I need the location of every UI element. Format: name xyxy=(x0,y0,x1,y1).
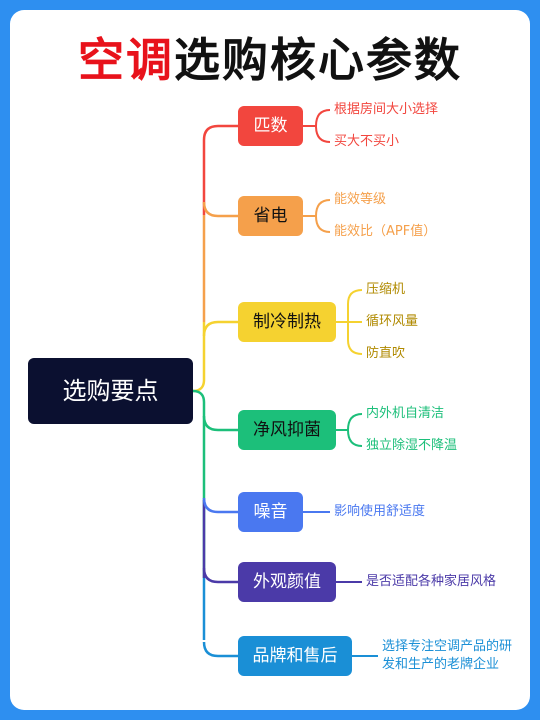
leaf-text: 根据房间大小选择 xyxy=(334,102,439,117)
leaf-text: 选择专注空调产品的研 xyxy=(382,639,513,654)
leaf-text: 独立除湿不降温 xyxy=(366,438,458,453)
leaf-text: 发和生产的老牌企业 xyxy=(382,657,500,672)
branch-node-brand-service: 品牌和售后 xyxy=(238,636,352,676)
leaf-text: 能效比（APF值） xyxy=(334,224,437,239)
leaf-text: 能效等级 xyxy=(334,192,387,207)
branch-node-air-purification: 净风抑菌 xyxy=(238,410,336,450)
leaf-text: 循环风量 xyxy=(366,314,419,329)
branch-node-horsepower: 匹数 xyxy=(238,106,303,146)
leaf-text: 防直吹 xyxy=(366,346,406,361)
leaf-text: 内外机自清洁 xyxy=(366,406,445,421)
branch-node-noise: 噪音 xyxy=(238,492,303,532)
branch-node-cooling-heating: 制冷制热 xyxy=(238,302,336,342)
leaf-text: 影响使用舒适度 xyxy=(334,504,426,519)
root-node: 选购要点 xyxy=(28,358,193,424)
leaf-text: 买大不买小 xyxy=(334,134,400,149)
page-title: 空调选购核心参数 xyxy=(10,32,530,88)
title-highlight: 空调 xyxy=(78,33,174,87)
branch-node-energy-saving: 省电 xyxy=(238,196,303,236)
leaf-text: 压缩机 xyxy=(366,282,406,297)
branch-node-appearance: 外观颜值 xyxy=(238,562,336,602)
title-rest: 选购核心参数 xyxy=(174,33,462,87)
leaf-text: 是否适配各种家居风格 xyxy=(366,574,497,589)
